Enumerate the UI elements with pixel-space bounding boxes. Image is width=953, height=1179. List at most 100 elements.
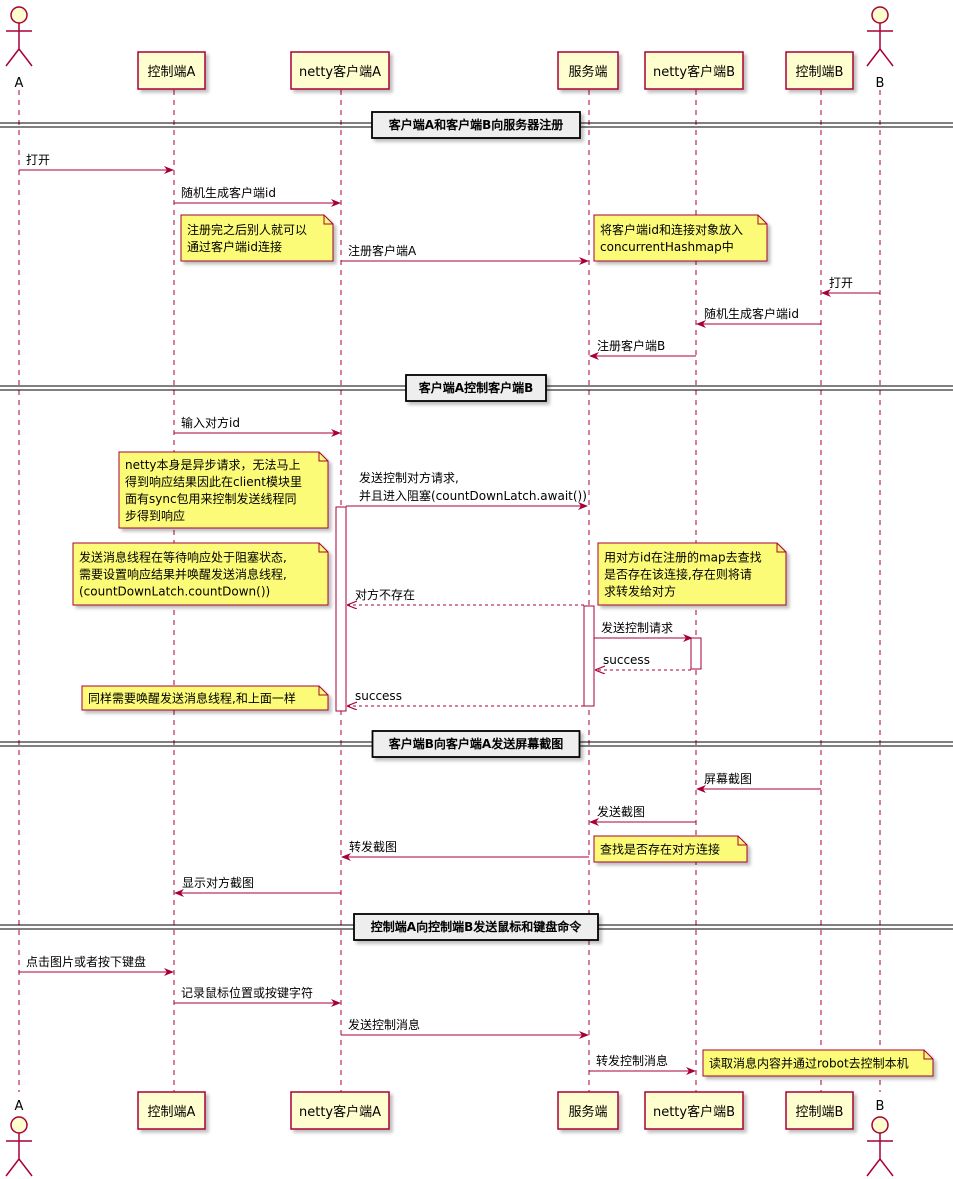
actor-A-top: A bbox=[5, 6, 33, 91]
note-line: 通过客户端id连接 bbox=[187, 239, 282, 254]
actor-body-icon bbox=[866, 1133, 894, 1177]
participant-label: netty客户端A bbox=[299, 64, 381, 80]
note-line: (countDownLatch.countDown()) bbox=[79, 585, 270, 599]
note-line: 将客户端id和连接对象放入 bbox=[600, 222, 743, 237]
message-label: 打开 bbox=[829, 276, 853, 290]
message-label: 对方不存在 bbox=[355, 587, 415, 602]
actor-head-icon bbox=[10, 1116, 28, 1134]
participant-label: netty客户端A bbox=[299, 1104, 381, 1120]
message-label: 转发控制消息 bbox=[596, 1053, 668, 1068]
message-server-to-nettyA: 对方不存在 bbox=[348, 587, 584, 605]
actor-label: A bbox=[15, 1099, 24, 1114]
note-line: 求转发给对方 bbox=[604, 584, 676, 599]
message-nettyB-to-server: 注册客户端B bbox=[589, 338, 696, 360]
message-label: 打开 bbox=[26, 153, 50, 167]
message-label: 发送截图 bbox=[597, 804, 645, 819]
message-A-to-ctrlA: 点击图片或者按下键盘 bbox=[19, 954, 174, 976]
message-label: 发送控制消息 bbox=[348, 1017, 420, 1032]
section-divider: 控制端A向控制端B发送鼠标和键盘命令 bbox=[0, 913, 953, 941]
message-nettyA-to-ctrlA: 显示对方截图 bbox=[174, 875, 341, 897]
message-label: 随机生成客户端id bbox=[704, 306, 799, 321]
note-line: 步得到响应 bbox=[125, 508, 185, 523]
participant-label: 服务端 bbox=[568, 1104, 607, 1120]
section-divider: 客户端A控制客户端B bbox=[0, 374, 953, 402]
note-line: 发送消息线程在等待响应处于阻塞状态, bbox=[79, 550, 287, 565]
message-label: success bbox=[603, 653, 650, 667]
participant-ctrlB-top: 控制端B bbox=[785, 51, 854, 90]
actor-label: A bbox=[15, 76, 24, 91]
section-divider-label: 客户端A和客户端B向服务器注册 bbox=[388, 117, 563, 132]
note-line: 面有sync包用来控制发送线程同 bbox=[125, 491, 297, 506]
note-line: 读取消息内容并通过robot去控制本机 bbox=[709, 1056, 909, 1071]
message-nettyA-to-server: 发送控制对方请求, 并且进入阻塞(countDownLatch.await()) bbox=[346, 470, 588, 510]
message-label: 随机生成客户端id bbox=[181, 185, 276, 200]
participant-label: netty客户端B bbox=[653, 64, 735, 80]
messages: 打开随机生成客户端id注册客户端A打开随机生成客户端id注册客户端B输入对方id… bbox=[19, 153, 880, 1075]
participant-nettyA-top: netty客户端A bbox=[290, 51, 390, 90]
note: 读取消息内容并通过robot去控制本机 bbox=[702, 1049, 934, 1077]
actor-body-icon bbox=[5, 23, 33, 67]
message-server-to-nettyA: success bbox=[348, 689, 584, 706]
message-label: success bbox=[355, 689, 402, 703]
note-line: 用对方id在注册的map去查找 bbox=[604, 550, 762, 565]
activation-nettyB bbox=[690, 637, 702, 670]
note-line: netty本身是异步请求，无法马上 bbox=[125, 457, 301, 472]
message-B-to-ctrlB: 打开 bbox=[821, 276, 880, 297]
message-label: 屏幕截图 bbox=[704, 772, 752, 786]
message-label-line2: 并且进入阻塞(countDownLatch.await()) bbox=[359, 488, 587, 503]
actor-B-top: B bbox=[866, 6, 894, 91]
note: 将客户端id和连接对象放入 concurrentHashmap中 bbox=[593, 214, 768, 262]
message-ctrlA-to-nettyA: 输入对方id bbox=[174, 415, 341, 437]
participant-label: 控制端A bbox=[148, 1105, 196, 1120]
note-line: 查找是否存在对方连接 bbox=[600, 842, 720, 857]
participant-label: netty客户端B bbox=[653, 1104, 735, 1120]
participant-ctrlA-top: 控制端A bbox=[137, 51, 206, 90]
note-line: 同样需要唤醒发送消息线程,和上面一样 bbox=[88, 691, 296, 706]
message-ctrlA-to-nettyA: 记录鼠标位置或按键字符 bbox=[174, 985, 341, 1007]
message-nettyB-to-server: 发送截图 bbox=[589, 804, 696, 826]
message-ctrlA-to-nettyA: 随机生成客户端id bbox=[174, 185, 341, 207]
message-A-to-ctrlA: 打开 bbox=[19, 153, 174, 174]
message-label: 发送控制对方请求, bbox=[359, 470, 459, 485]
message-server-to-nettyB: 发送控制请求 bbox=[594, 620, 693, 642]
actor-head-icon bbox=[10, 6, 28, 24]
participant-nettyB-bottom: netty客户端B bbox=[644, 1091, 744, 1130]
section-dividers: 客户端A和客户端B向服务器注册客户端A控制客户端B客户端B向客户端A发送屏幕截图… bbox=[0, 111, 953, 941]
message-label: 点击图片或者按下键盘 bbox=[26, 954, 146, 969]
participant-nettyA-bottom: netty客户端A bbox=[290, 1091, 390, 1130]
message-ctrlB-to-nettyB: 屏幕截图 bbox=[696, 772, 821, 793]
message-label: 发送控制请求 bbox=[601, 620, 673, 635]
message-label: 输入对方id bbox=[181, 415, 240, 430]
participant-ctrlB-bottom: 控制端B bbox=[785, 1091, 854, 1130]
note: netty本身是异步请求，无法马上得到响应结果因此在client模块里面有syn… bbox=[118, 451, 329, 529]
note-line: 是否存在该连接,存在则将请 bbox=[604, 567, 752, 582]
message-label: 转发截图 bbox=[349, 839, 397, 854]
participant-server-top: 服务端 bbox=[557, 51, 619, 90]
activation-nettyA bbox=[335, 506, 347, 712]
message-label: 注册客户端A bbox=[348, 243, 417, 258]
actor-label: B bbox=[876, 76, 885, 91]
message-nettyA-to-server: 发送控制消息 bbox=[341, 1017, 589, 1039]
note: 发送消息线程在等待响应处于阻塞状态, 需要设置响应结果并唤醒发送消息线程, (cou… bbox=[72, 542, 329, 606]
participants: 控制端A控制端Anetty客户端Anetty客户端A服务端服务端netty客户端… bbox=[5, 6, 894, 1177]
section-divider-label: 控制端A向控制端B发送鼠标和键盘命令 bbox=[371, 919, 582, 934]
note-line: 得到响应结果因此在client模块里 bbox=[125, 474, 302, 489]
participant-ctrlA-bottom: 控制端A bbox=[137, 1091, 206, 1130]
note: 查找是否存在对方连接 bbox=[593, 835, 748, 863]
activation-server bbox=[583, 605, 595, 707]
activation-bars bbox=[335, 506, 702, 712]
actor-B-bottom: B bbox=[866, 1099, 894, 1177]
note-line: 需要设置响应结果并唤醒发送消息线程, bbox=[79, 567, 287, 582]
message-label: 注册客户端B bbox=[597, 338, 665, 353]
participant-label: 控制端A bbox=[148, 65, 196, 80]
message-nettyB-to-server: success bbox=[596, 653, 691, 670]
message-nettyA-to-server: 注册客户端A bbox=[341, 243, 589, 265]
note: 同样需要唤醒发送消息线程,和上面一样 bbox=[81, 685, 329, 711]
actor-A-bottom: A bbox=[5, 1099, 33, 1177]
section-divider: 客户端A和客户端B向服务器注册 bbox=[0, 111, 953, 139]
actor-body-icon bbox=[5, 1133, 33, 1177]
